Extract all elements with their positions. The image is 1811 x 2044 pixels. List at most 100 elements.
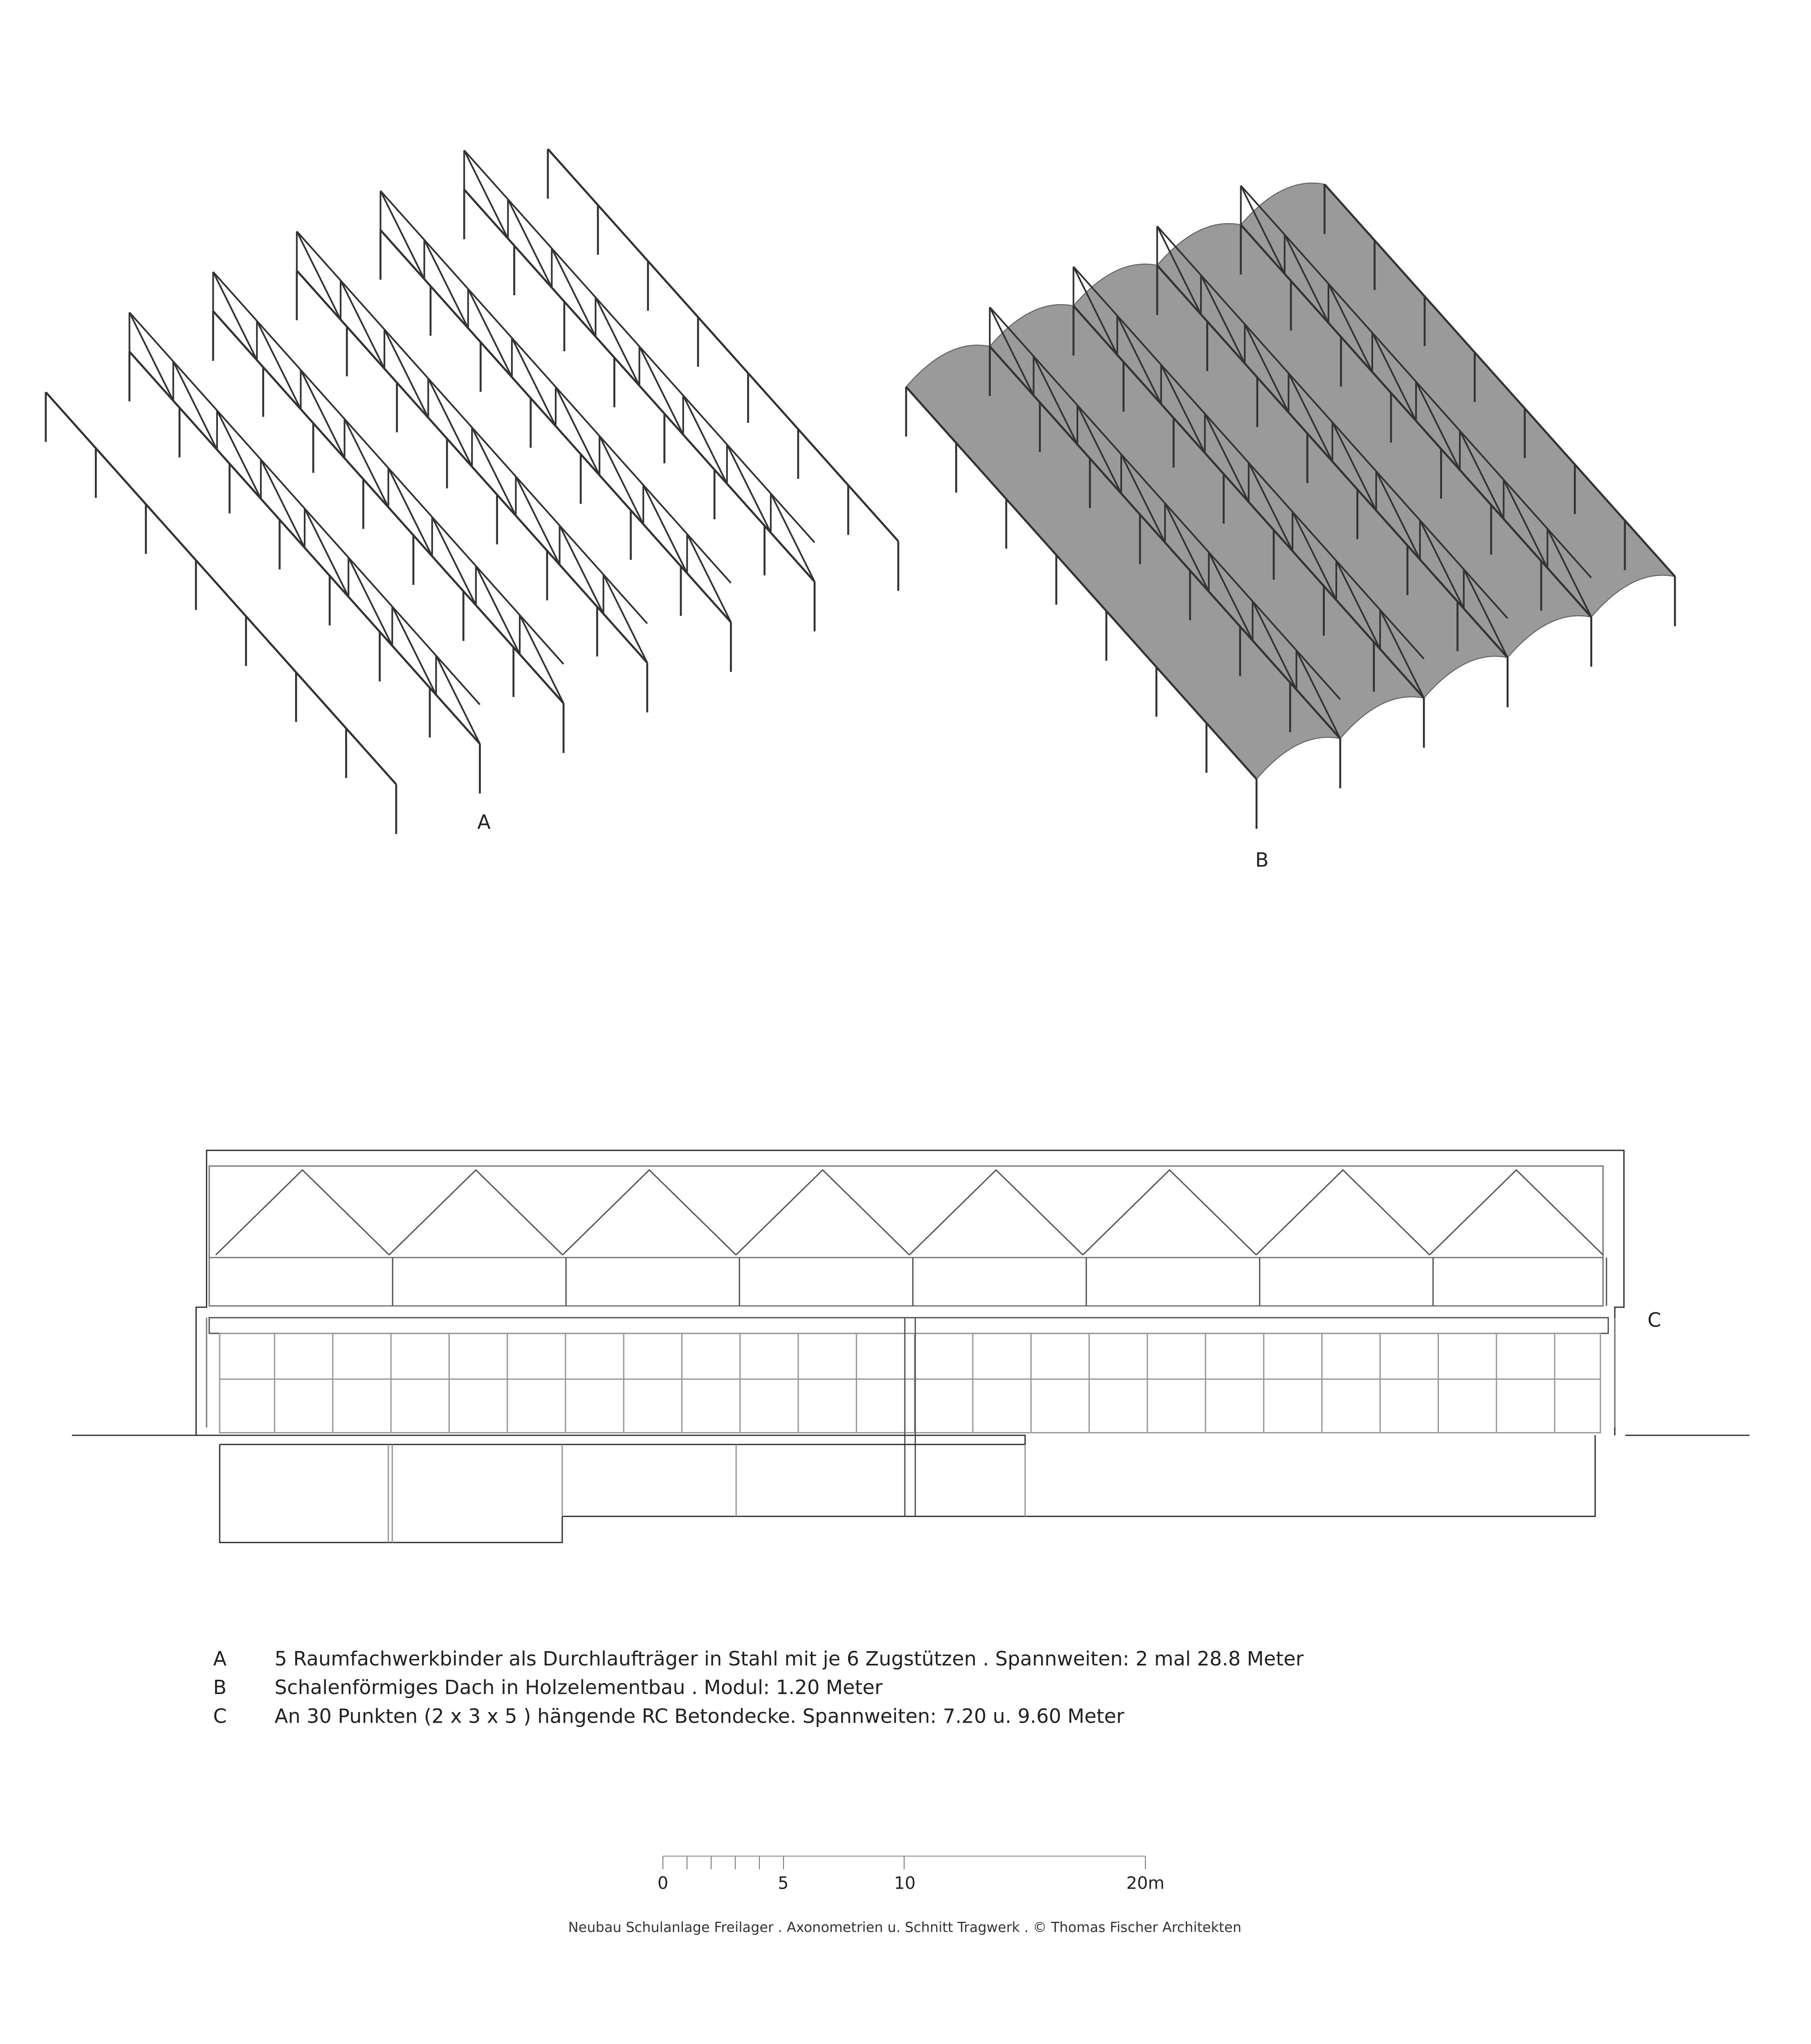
truss-diagonal [602, 574, 648, 663]
truss-diagonal [379, 190, 425, 280]
truss-diagonal [507, 199, 553, 288]
truss-diagonal [1288, 373, 1333, 462]
truss-top-chord [212, 271, 564, 665]
truss-diagonal [1120, 454, 1166, 543]
truss-diagonal [1292, 511, 1337, 601]
truss-diagonal [387, 467, 433, 557]
outer-shell [195, 1150, 1625, 1436]
truss-diagonal [515, 476, 561, 565]
truss-lines [215, 1169, 1607, 1306]
truss-diagonal [260, 459, 305, 548]
axonometry-b-shell-roof [905, 182, 1676, 829]
truss-diagonal [300, 370, 346, 459]
truss-diagonal [212, 271, 258, 361]
truss-diagonal [1463, 569, 1508, 658]
truss-top-chord [1073, 266, 1425, 660]
truss-diagonal [770, 493, 816, 582]
truss-diagonal [1164, 503, 1210, 592]
ground-floor-facade [219, 1333, 1601, 1434]
truss-diagonal [1415, 381, 1461, 471]
truss-diagonal [1208, 552, 1254, 641]
drawing-label-a: A [477, 811, 491, 834]
truss-diagonal [1116, 315, 1162, 405]
truss-triangle [388, 1169, 563, 1255]
beam-line [905, 386, 1257, 780]
truss-diagonal [467, 288, 513, 378]
scale-label-10: 10 [894, 1873, 916, 1893]
truss-diagonal [682, 395, 728, 484]
truss-triangle [562, 1169, 737, 1255]
truss-zone [209, 1165, 1604, 1307]
truss-diagonal [642, 484, 688, 574]
scale-label-5: 5 [778, 1873, 788, 1893]
truss-diagonal [1156, 226, 1202, 315]
section-c-structure [72, 1150, 1750, 1543]
truss-diagonal [431, 516, 477, 606]
beam-line [1324, 184, 1676, 577]
truss-diagonal [1160, 364, 1206, 453]
legend-text-b: Schalenförmiges Dach in Holzelementbau .… [275, 1676, 883, 1699]
truss-diagonal [1077, 405, 1122, 494]
legend: A 5 Raumfachwerkbinder als Durchlaufträg… [213, 1647, 1304, 1728]
truss-diagonal [391, 606, 437, 695]
truss-diagonal [423, 239, 469, 329]
truss-diagonal [256, 320, 302, 410]
truss-diagonal [1419, 520, 1465, 609]
truss-diagonal [304, 508, 350, 597]
truss-triangle [1429, 1169, 1604, 1255]
caption: Neubau Schulanlage Freilager . Axonometr… [568, 1919, 1241, 1935]
truss-triangle [1256, 1169, 1430, 1255]
inner-wall-lines [206, 1318, 1616, 1428]
truss-diagonal [1200, 275, 1246, 364]
truss-top-chord [379, 190, 732, 584]
truss-top-chord [1240, 185, 1592, 578]
truss-triangle [909, 1169, 1084, 1255]
truss-diagonal [463, 150, 509, 239]
truss-diagonal [1379, 609, 1425, 699]
truss-diagonal [172, 361, 218, 450]
truss-triangle [1082, 1169, 1257, 1255]
truss-diagonal [1032, 356, 1078, 445]
legend-text-a: 5 Raumfachwerkbinder als Durchlaufträger… [275, 1647, 1304, 1670]
truss-diagonal [1073, 266, 1118, 356]
truss-diagonal [1331, 421, 1377, 511]
truss-diagonal [435, 655, 481, 744]
truss-diagonal [1252, 601, 1297, 690]
truss-top-chord [296, 231, 648, 624]
truss-top-chord [1156, 225, 1508, 619]
truss-diagonal [427, 378, 473, 467]
axonometry-a-steel-trusses [45, 148, 900, 834]
hanging-concrete-slab [209, 1317, 1609, 1334]
truss-diagonal [1546, 528, 1592, 618]
truss-diagonal [348, 557, 393, 646]
truss-diagonal [686, 533, 732, 623]
truss-diagonal [296, 231, 341, 320]
truss-diagonal [726, 444, 772, 533]
scale-bar: 0 5 10 20m [658, 1855, 1165, 1893]
truss-diagonal [340, 280, 385, 369]
truss-diagonal [519, 614, 565, 704]
truss-diagonal [1335, 560, 1381, 650]
truss-diagonal [216, 410, 262, 499]
truss-diagonal [1240, 185, 1286, 274]
truss-diagonal [343, 418, 389, 508]
truss-diagonal [555, 386, 601, 476]
legend-key-b: B [213, 1676, 227, 1699]
beam-line [547, 148, 899, 542]
truss-diagonal [1244, 324, 1290, 413]
legend-key-a: A [213, 1647, 227, 1670]
truss-diagonal [638, 346, 684, 435]
basement [196, 1434, 1596, 1543]
legend-text-c: An 30 Punkten (2 x 3 x 5 ) hängende RC B… [275, 1705, 1124, 1728]
truss-diagonal [1459, 430, 1505, 520]
truss-diagonal [384, 329, 429, 418]
truss-diagonal [551, 248, 597, 337]
truss-triangle [215, 1169, 390, 1255]
beam-line [45, 391, 397, 785]
truss-diagonal [1204, 413, 1250, 502]
truss-diagonal [1503, 479, 1548, 569]
drawing-label-c: C [1647, 1309, 1661, 1332]
truss-diagonal [128, 312, 174, 401]
truss-diagonal [1375, 471, 1421, 560]
